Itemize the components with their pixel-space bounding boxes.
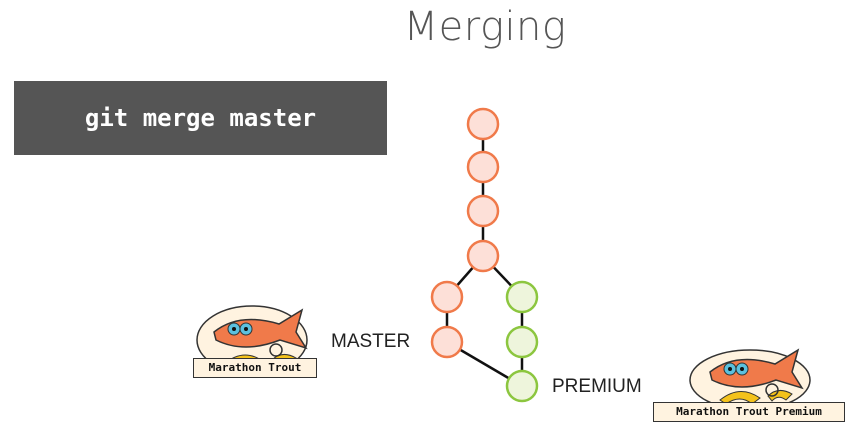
command-text: git merge master bbox=[84, 104, 317, 132]
commit-node bbox=[466, 107, 500, 141]
master-logo-caption: Marathon Trout bbox=[193, 358, 317, 378]
commit-node bbox=[466, 239, 500, 273]
page-title: Merging bbox=[403, 4, 567, 50]
premium-logo-caption: Marathon Trout Premium bbox=[653, 402, 845, 422]
commit-node bbox=[505, 369, 539, 403]
commit-node bbox=[466, 194, 500, 228]
marathon-trout-premium-logo bbox=[689, 348, 811, 411]
commit-node bbox=[430, 325, 464, 359]
commit-node bbox=[430, 280, 464, 314]
master-commits bbox=[430, 107, 500, 359]
premium-commits bbox=[505, 280, 539, 403]
command-box: git merge master bbox=[14, 81, 387, 155]
commit-node bbox=[505, 280, 539, 314]
commit-node bbox=[466, 150, 500, 184]
master-label: MASTER bbox=[331, 331, 411, 352]
commit-node bbox=[505, 325, 539, 359]
premium-label: PREMIUM bbox=[552, 376, 642, 397]
